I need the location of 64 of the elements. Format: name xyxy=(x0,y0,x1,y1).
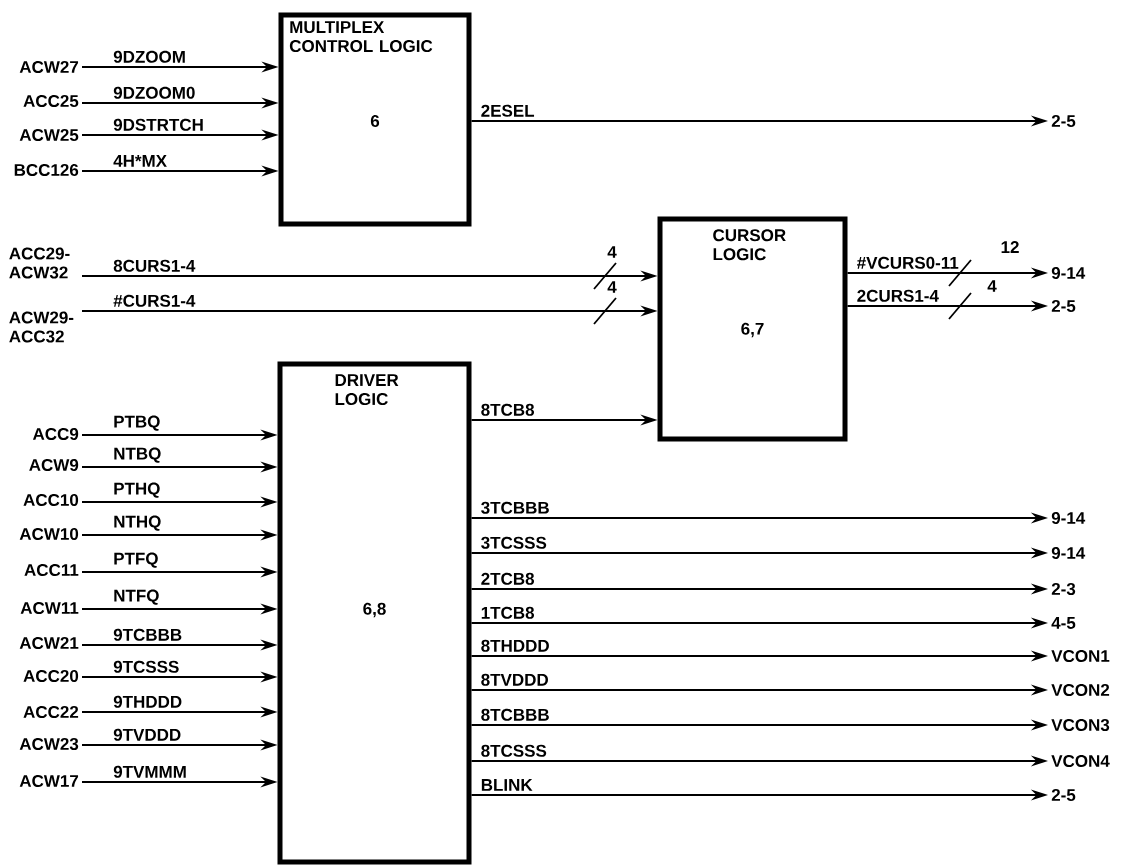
signal-name: ACC22 xyxy=(23,706,79,719)
signal-name: ACC11 xyxy=(24,564,79,577)
signal-name: 4-5 xyxy=(1051,617,1076,629)
edge-label: 8TCSSS xyxy=(481,744,547,757)
logic-block: CURSOR LOGIC 6,7 xyxy=(657,216,848,442)
signal-name: ACW21 xyxy=(19,637,79,650)
edge-label: PTFQ xyxy=(114,552,158,568)
signal-name: ACW25 xyxy=(19,129,79,142)
edge-label: 9TCSSS xyxy=(113,660,179,673)
signal-name: BCC126 xyxy=(14,164,79,177)
edge-label: NTFQ xyxy=(114,589,159,605)
edge-label: 4H*MX xyxy=(113,155,167,167)
signal-name: 9-14 xyxy=(1051,512,1086,525)
signal-name: ACW27 xyxy=(19,61,79,73)
edge-label: 2TCB8 xyxy=(481,572,535,585)
signal-name: VCON4 xyxy=(1051,755,1110,768)
signal-name: 2-5 xyxy=(1051,789,1076,802)
signal-name: ACW10 xyxy=(19,528,79,541)
edge-label: NTHQ xyxy=(114,515,161,531)
edge-label: 9DSTRTCH xyxy=(113,118,203,131)
signal-name: ACC9 xyxy=(32,428,79,441)
signal-name: 9-14 xyxy=(1051,267,1086,280)
signal-name: ACC20 xyxy=(23,670,79,683)
signal-name: ACW11 xyxy=(20,602,79,615)
edge-label: 2ESEL xyxy=(481,104,535,117)
signal-name: VCON3 xyxy=(1051,719,1110,732)
edge-label: 8THDDD xyxy=(481,639,549,652)
edge-label: 1TCB8 xyxy=(481,606,535,619)
signal-name: ACW23 xyxy=(19,738,79,751)
edge-label: 9TVMMM xyxy=(113,765,186,778)
signal-name: VCON1 xyxy=(1051,650,1110,663)
signal-name: ACW29- ACC32 xyxy=(9,311,74,343)
edge-label: 9THDDD xyxy=(113,695,182,708)
bus-width-mark: 4 xyxy=(948,280,997,320)
signal-name: 2-5 xyxy=(1051,300,1076,313)
bus-width-mark: 4 xyxy=(593,281,617,325)
signal-name: 9-14 xyxy=(1051,547,1086,560)
edge-label: 9TCBBB xyxy=(113,628,182,641)
signal-name: 2-5 xyxy=(1051,115,1076,128)
edge-label: 8TCB8 xyxy=(481,403,535,416)
signal-name: 2-3 xyxy=(1051,582,1076,596)
edge-label: 8TVDDD xyxy=(481,673,548,686)
signal-name: ACC29- ACW32 xyxy=(9,247,70,279)
edge-label: 3TCBBB xyxy=(481,501,549,514)
edge-label: PTHQ xyxy=(114,482,160,498)
edge-label: NTBQ xyxy=(114,447,161,463)
edge-label: 9DZOOM0 xyxy=(113,86,195,99)
edge-label: 9TVDDD xyxy=(113,728,181,741)
logic-block: DRIVER LOGIC 6,8 xyxy=(277,361,472,865)
edge-label: 8TCBBB xyxy=(481,708,549,721)
edge-label: 3TCSSS xyxy=(481,536,547,549)
edge-label: #CURS1-4 xyxy=(113,294,196,307)
signal-name: ACW17 xyxy=(19,775,79,788)
edge-label: 9DZOOM xyxy=(113,50,185,63)
edge-label: 8CURS1-4 xyxy=(113,259,196,272)
edge-label: BLINK xyxy=(481,779,533,791)
edge-label: PTBQ xyxy=(114,415,160,431)
edge-label: #VCURS0-11 xyxy=(857,256,959,269)
logic-block: MULTIPLEX CONTROL LOGIC 6 xyxy=(278,12,472,227)
edge-label: 2CURS1-4 xyxy=(857,289,939,302)
signal-name: ACC10 xyxy=(23,494,79,507)
signal-name: ACC25 xyxy=(23,95,79,107)
signal-name: ACW9 xyxy=(29,459,79,472)
signal-name: VCON2 xyxy=(1051,684,1110,697)
